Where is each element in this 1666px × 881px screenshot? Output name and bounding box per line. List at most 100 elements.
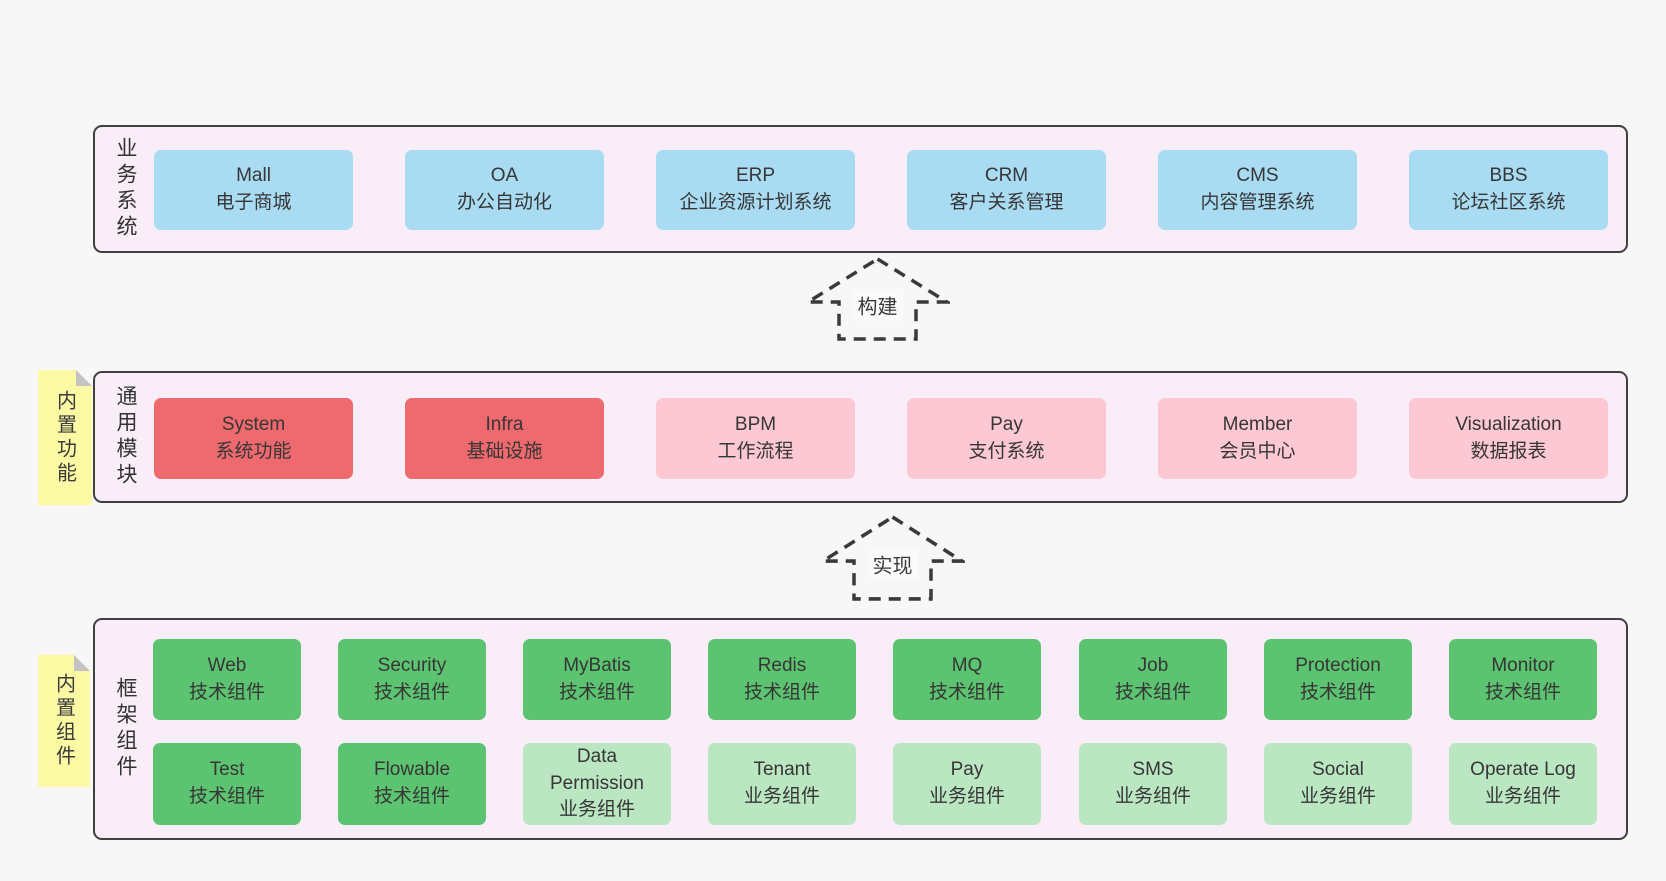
box-redis: Redis 技术组件 — [708, 639, 856, 720]
box-social: Social 业务组件 — [1264, 743, 1412, 825]
box-desc: 企业资源计划系统 — [679, 192, 832, 213]
box-sms: SMS 业务组件 — [1079, 743, 1227, 825]
box-name: Security — [377, 654, 447, 676]
sticky-note-label: 内置功能 — [53, 389, 76, 486]
box-desc: 业务组件 — [1484, 786, 1561, 807]
sticky-note-built-in-features: 内置功能 — [38, 370, 92, 505]
box-desc: 技术组件 — [558, 681, 635, 703]
box-tenant: Tenant 业务组件 — [708, 743, 856, 825]
business-systems-panel: 业务系统 Mall 电子商城 OA 办公自动化 ERP 企业资源计划系统 CRM… — [93, 125, 1628, 253]
box-desc: 内容管理系统 — [1200, 192, 1315, 213]
box-job: Job 技术组件 — [1079, 639, 1227, 720]
box-name: Pay — [990, 413, 1023, 435]
box-desc: 技术组件 — [1114, 681, 1191, 703]
box-desc: 技术组件 — [188, 786, 265, 807]
box-bbs: BBS 论坛社区系统 — [1409, 150, 1608, 230]
box-desc: 支付系统 — [968, 440, 1045, 462]
box-name: MQ — [951, 654, 983, 676]
box-desc: 业务组件 — [1114, 786, 1191, 807]
box-desc: 技术组件 — [188, 681, 265, 703]
box-name: Infra — [485, 413, 524, 435]
box-name: OA — [490, 165, 519, 187]
box-name: Monitor — [1491, 654, 1555, 676]
box-desc: 工作流程 — [717, 440, 794, 462]
box-desc: 技术组件 — [1299, 681, 1376, 703]
box-data-permission: Data Permission 业务组件 — [523, 743, 671, 825]
box-desc: 技术组件 — [743, 681, 820, 703]
box-oa: OA 办公自动化 — [405, 150, 604, 230]
box-name: Operate Log — [1470, 759, 1576, 781]
box-test: Test 技术组件 — [153, 743, 301, 825]
panel-title-business-systems: 业务系统 — [114, 137, 137, 241]
box-name: ERP — [735, 165, 776, 187]
box-member: Member 会员中心 — [1158, 398, 1357, 479]
box-desc: 电子商城 — [215, 192, 292, 213]
box-name: Web — [207, 654, 247, 676]
build-arrow: 构建 — [805, 256, 950, 342]
box-name: BBS — [1489, 165, 1528, 187]
implement-arrow: 实现 — [820, 514, 965, 602]
box-mybatis: MyBatis 技术组件 — [523, 639, 671, 720]
box-name: Tenant — [753, 759, 811, 781]
panel-title-common-modules: 通用模块 — [114, 385, 137, 489]
box-web: Web 技术组件 — [153, 639, 301, 720]
box-desc: 会员中心 — [1219, 440, 1296, 462]
box-flowable: Flowable 技术组件 — [338, 743, 486, 825]
dashed-up-arrow-icon — [820, 514, 965, 601]
box-visualization: Visualization 数据报表 — [1409, 398, 1608, 479]
box-operate-log: Operate Log 业务组件 — [1449, 743, 1597, 825]
box-name: BPM — [734, 413, 777, 435]
box-desc: 业务组件 — [743, 786, 820, 807]
box-bpm: BPM 工作流程 — [656, 398, 855, 479]
box-name: Flowable — [373, 759, 451, 781]
box-infra: Infra 基础设施 — [405, 398, 604, 479]
box-desc: 客户关系管理 — [949, 192, 1064, 213]
sticky-note-label: 内置组件 — [52, 673, 75, 769]
box-cms: CMS 内容管理系统 — [1158, 150, 1357, 230]
box-name: Member — [1222, 413, 1293, 435]
box-name: CRM — [984, 165, 1029, 187]
box-name: Test — [209, 759, 245, 781]
common-modules-panel: 通用模块 System 系统功能 Infra 基础设施 BPM 工作流程 Pay… — [93, 371, 1628, 503]
box-name: Data Permission — [550, 745, 644, 794]
framework-components-panel: 框架组件 Web 技术组件 Security 技术组件 MyBatis 技术组件… — [93, 618, 1628, 840]
box-security: Security 技术组件 — [338, 639, 486, 720]
box-mall: Mall 电子商城 — [154, 150, 353, 230]
box-desc: 基础设施 — [466, 440, 543, 462]
box-erp: ERP 企业资源计划系统 — [656, 150, 855, 230]
box-desc: 办公自动化 — [456, 192, 552, 213]
box-desc: 技术组件 — [1484, 681, 1561, 703]
box-name: Mall — [236, 165, 271, 187]
box-desc: 系统功能 — [215, 440, 292, 462]
sticky-note-shape-icon — [38, 655, 90, 787]
sticky-note-shape-icon — [38, 370, 92, 505]
box-monitor: Monitor 技术组件 — [1449, 639, 1597, 720]
box-name: Visualization — [1455, 413, 1562, 435]
box-pay-component: Pay 业务组件 — [893, 743, 1041, 825]
box-name: Social — [1312, 759, 1364, 781]
box-name: MyBatis — [563, 654, 631, 676]
sticky-note-built-in-components: 内置组件 — [38, 655, 90, 787]
box-name: SMS — [1132, 759, 1174, 781]
box-desc: 技术组件 — [928, 681, 1005, 703]
box-name: System — [221, 413, 286, 435]
panel-title-framework-components: 框架组件 — [114, 677, 137, 781]
box-desc: 论坛社区系统 — [1451, 192, 1566, 213]
box-name: Job — [1137, 654, 1169, 676]
implement-arrow-label: 实现 — [867, 548, 918, 580]
box-desc: 业务组件 — [1299, 786, 1376, 807]
dashed-up-arrow-icon — [805, 256, 950, 341]
box-protection: Protection 技术组件 — [1264, 639, 1412, 720]
box-desc: 技术组件 — [373, 786, 450, 807]
box-system: System 系统功能 — [154, 398, 353, 479]
box-desc: 业务组件 — [928, 786, 1005, 807]
box-desc: 业务组件 — [558, 799, 635, 821]
box-desc: 数据报表 — [1470, 440, 1547, 462]
box-name: Protection — [1295, 654, 1381, 676]
box-desc: 技术组件 — [373, 681, 450, 703]
box-pay-module: Pay 支付系统 — [907, 398, 1106, 479]
box-name: Pay — [950, 759, 984, 781]
box-crm: CRM 客户关系管理 — [907, 150, 1106, 230]
build-arrow-label: 构建 — [852, 289, 903, 321]
